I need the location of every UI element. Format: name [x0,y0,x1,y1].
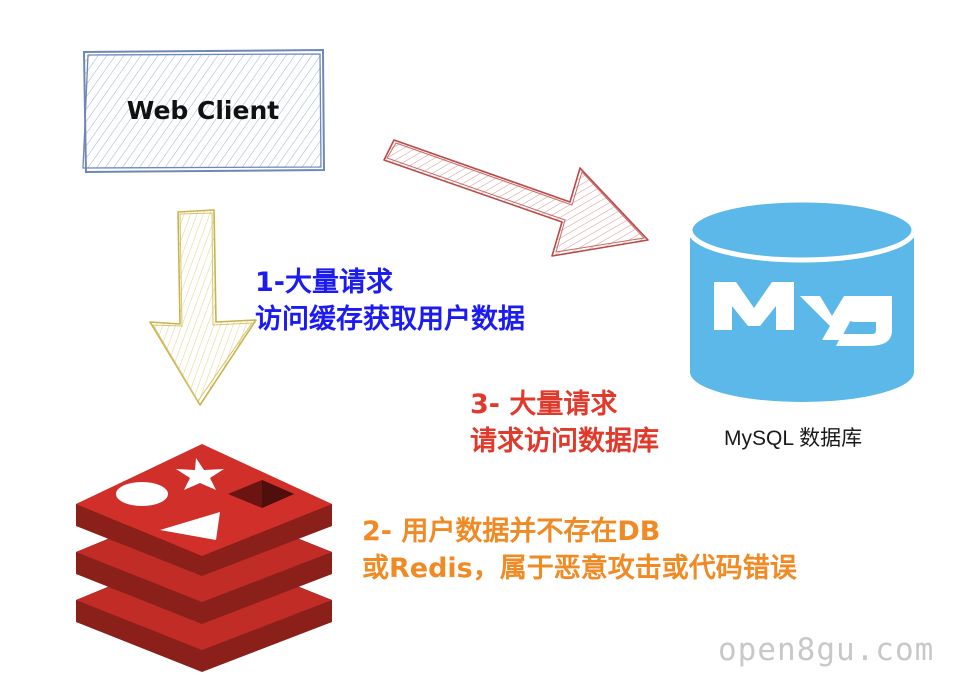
web-client-label: Web Client [126,95,280,125]
mysql-my-logo [714,282,892,346]
redis-cache-icon [76,444,332,672]
arrow-client-to-cache [149,209,257,406]
step3-note: 3- 大量请求 请求访问数据库 [470,386,659,460]
mysql-caption: MySQL 数据库 [724,427,863,450]
step2-line1: 2- 用户数据并不存在DB [362,516,661,547]
mysql-database-icon [687,197,917,402]
arrow-client-to-db [383,139,649,257]
step3-line2: 请求访问数据库 [470,426,659,457]
watermark-text: open8gu.com [718,632,935,668]
step2-note: 2- 用户数据并不存在DB 或Redis，属于恶意攻击或代码错误 [362,513,797,587]
step1-line1: 1-大量请求 [255,267,393,298]
step1-note: 1-大量请求 访问缓存获取用户数据 [255,264,525,338]
step2-line2: 或Redis，属于恶意攻击或代码错误 [362,553,797,584]
step1-line2: 访问缓存获取用户数据 [255,304,525,335]
web-client-box [82,48,326,174]
web-client-node: Web Client [82,50,324,170]
step3-line1: 3- 大量请求 [470,389,618,420]
